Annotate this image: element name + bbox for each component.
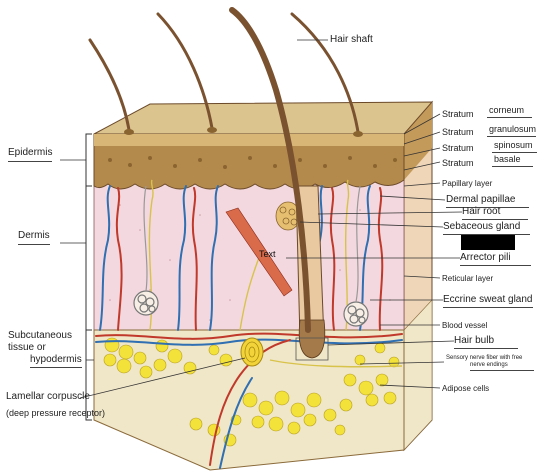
label-stratum-2: Stratum (442, 127, 474, 137)
hair-tufts (124, 127, 363, 137)
label-spinosum: spinosum (492, 139, 537, 153)
label-basale: basale (492, 153, 533, 167)
right-face-epidermis (404, 102, 432, 180)
label-stratum-1: Stratum (442, 109, 474, 119)
redaction-box (461, 235, 515, 250)
label-arrector-pili: Arrector pili (460, 252, 531, 266)
label-deep-pressure-receptor: (deep pressure receptor) (6, 408, 106, 418)
epidermis-region (93, 133, 405, 190)
label-inline-text: Text (259, 249, 276, 259)
label-eccrine-sweat-gland: Eccrine sweat gland (443, 294, 533, 308)
lamellar-corpuscle (240, 337, 264, 367)
stratum-corneum-band (94, 134, 404, 146)
label-adipose-cells: Adipose cells (442, 384, 490, 393)
label-stratum-4: Stratum (442, 158, 474, 168)
arrector-pili-muscle (225, 207, 293, 297)
label-sensory-nerve-2: nerve endings (470, 362, 534, 371)
label-subcutaneous-2: tissue or (8, 342, 46, 353)
label-stratum-3: Stratum (442, 143, 474, 153)
eccrine-sweat-gland-left (133, 185, 159, 316)
label-dermal-papillae: Dermal papillae (446, 194, 530, 208)
hair-bulb-shape (298, 319, 326, 359)
label-sebaceous-gland: Sebaceous gland (443, 221, 531, 235)
label-reticular-layer: Reticular layer (442, 274, 494, 283)
label-subcutaneous-1: Subcutaneous (8, 330, 72, 341)
adipose-cell-clusters (103, 337, 400, 447)
leader-lines (60, 39, 463, 399)
hair-bulb-highlight-box (295, 337, 329, 361)
label-granulosum: granulosum (487, 123, 537, 137)
label-blood-vessel: Blood vessel (442, 321, 488, 330)
label-corneum: corneum (487, 104, 533, 118)
eccrine-sweat-gland-right (343, 185, 369, 327)
label-hair-bulb: Hair bulb (454, 335, 519, 349)
label-dermis: Dermis (18, 230, 50, 245)
label-epidermis: Epidermis (8, 147, 53, 162)
label-papillary-layer: Papillary layer (442, 179, 493, 188)
layer-brackets (85, 133, 92, 421)
epidermis-cells (108, 156, 397, 169)
label-sensory-nerve-1: Sensory nerve fiber with free (446, 355, 523, 361)
label-lamellar-corpuscle: Lamellar corpuscle (6, 391, 90, 402)
label-hypodermis: hypodermis (30, 354, 82, 368)
hair-shafts (88, 7, 360, 333)
skin-surface-top (93, 101, 434, 135)
label-hair-shaft: Hair shaft (330, 34, 373, 45)
label-hair-root: Hair root (462, 206, 529, 220)
